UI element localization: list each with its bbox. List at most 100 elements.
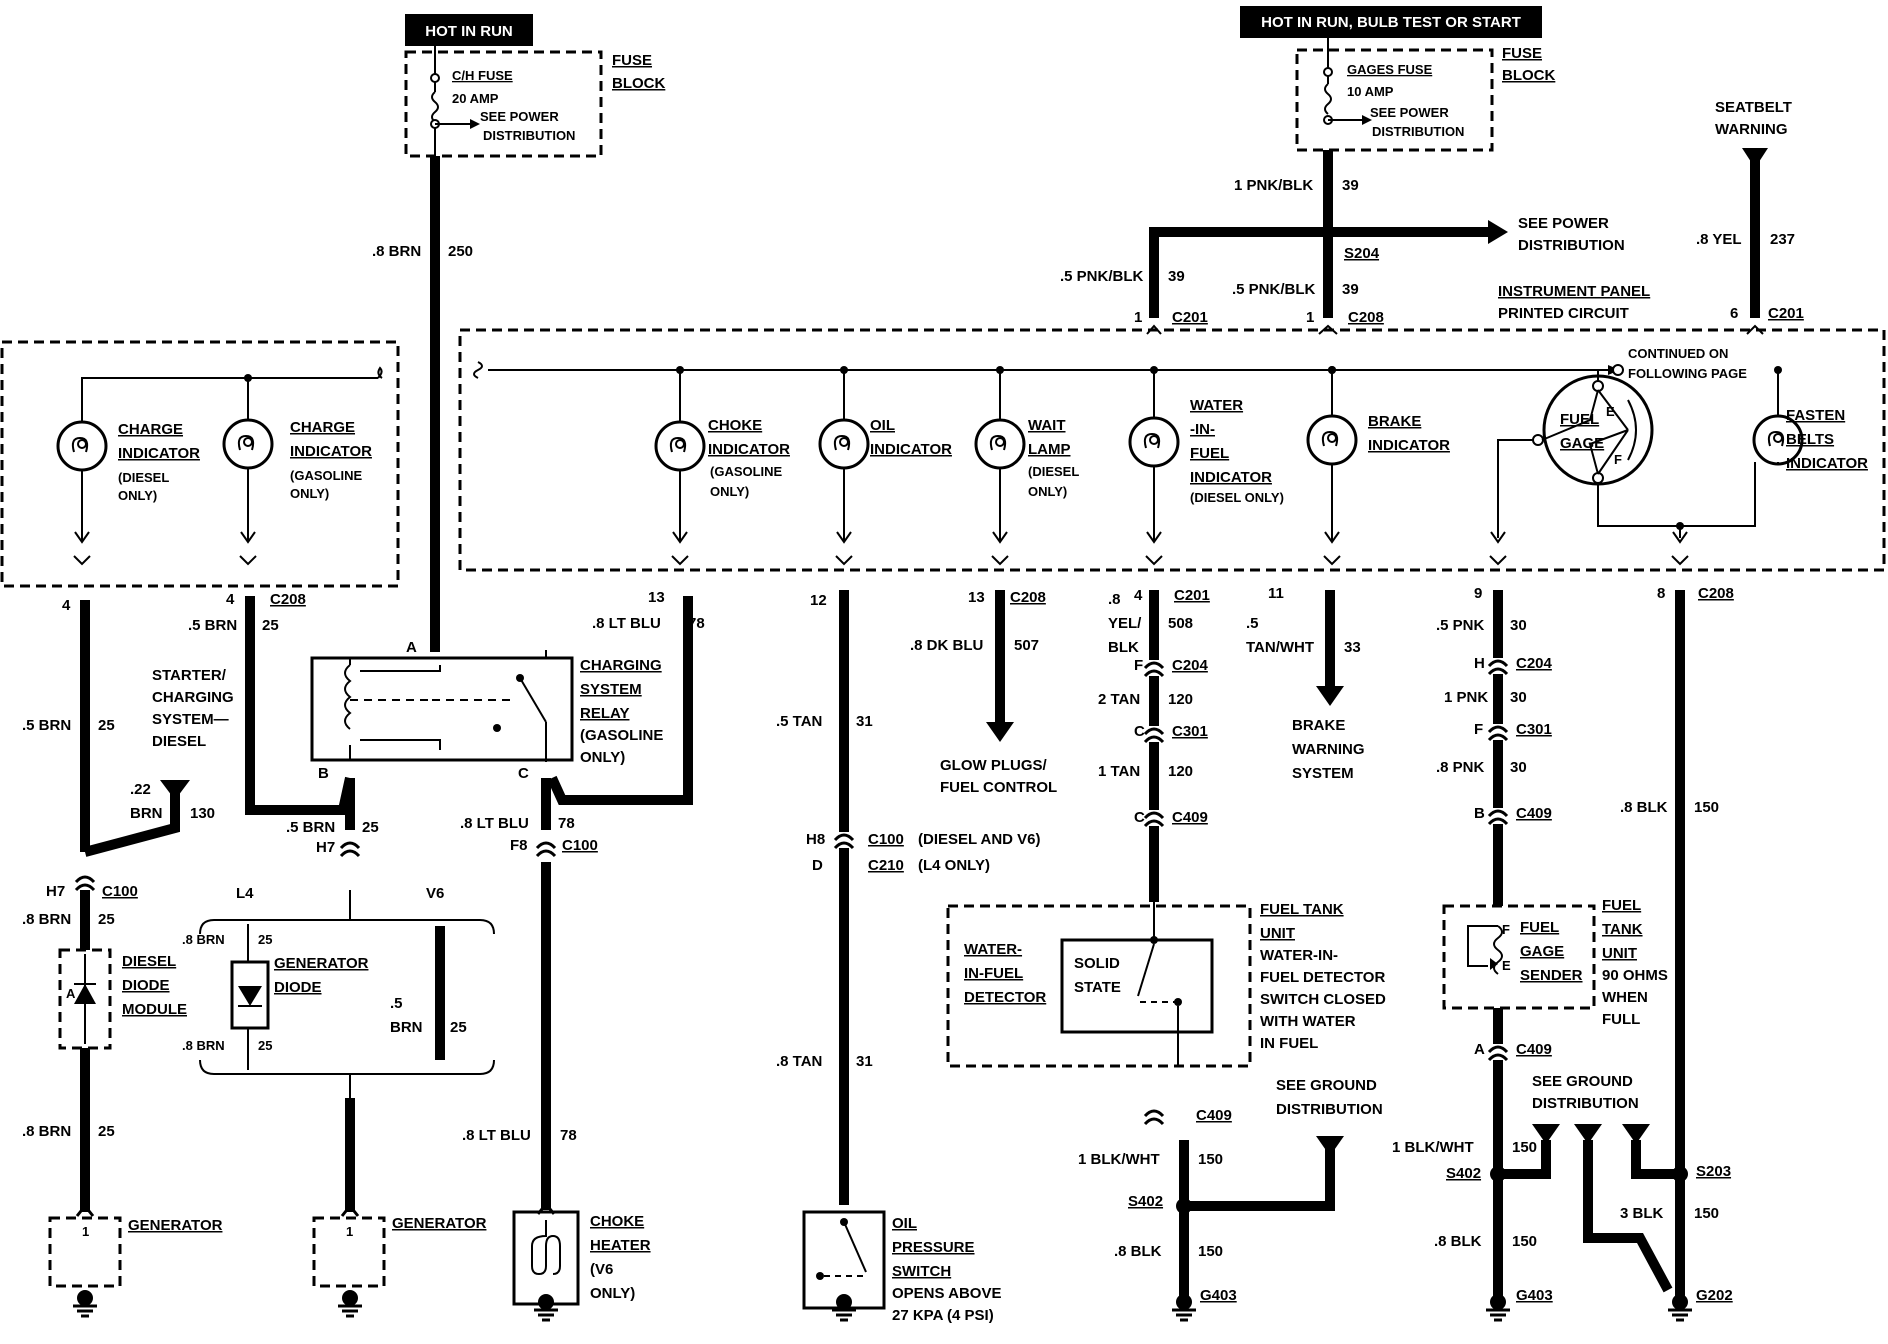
svg-text:C100: C100 (868, 831, 904, 848)
junction-dot (1150, 366, 1158, 374)
svg-text:120: 120 (1168, 763, 1193, 780)
svg-text:WITH WATER: WITH WATER (1260, 1013, 1356, 1030)
svg-text:6: 6 (1730, 305, 1738, 322)
svg-text:WARNING: WARNING (1292, 741, 1365, 758)
svg-text:UNIT: UNIT (1260, 925, 1295, 942)
lower-left-labels: .5 BRN 25 .5 BRN 25 STARTER/ CHARGING SY… (22, 615, 705, 1302)
svg-text:E: E (1606, 404, 1615, 419)
generator-boxes (48, 1210, 580, 1306)
svg-text:WHEN: WHEN (1602, 989, 1648, 1006)
fuse-block-cn: C/H FUSE 20 AMP SEE POWER DISTRIBUTION F… (404, 46, 665, 158)
svg-text:31: 31 (856, 1053, 873, 1070)
svg-text:HOT IN RUN, BULB TEST OR START: HOT IN RUN, BULB TEST OR START (1261, 14, 1521, 31)
svg-text:PRINTED CIRCUIT: PRINTED CIRCUIT (1498, 305, 1629, 322)
svg-text:150: 150 (1198, 1243, 1223, 1260)
svg-text:SENDER: SENDER (1520, 967, 1583, 984)
svg-text:B: B (318, 765, 329, 782)
svg-text:C409: C409 (1172, 809, 1208, 826)
svg-text:DISTRIBUTION: DISTRIBUTION (483, 128, 575, 143)
svg-text:YEL/: YEL/ (1108, 615, 1142, 632)
svg-text:H8: H8 (806, 831, 825, 848)
svg-text:FUEL: FUEL (1602, 897, 1641, 914)
inline-connector (1487, 658, 1509, 676)
svg-text:33: 33 (1344, 639, 1361, 656)
bulbs (56, 366, 1804, 540)
svg-text:DIESEL: DIESEL (152, 733, 206, 750)
svg-text:1 TAN: 1 TAN (1098, 763, 1140, 780)
svg-text:11: 11 (1268, 585, 1284, 602)
svg-text:30: 30 (1510, 759, 1527, 776)
svg-text:C201: C201 (1172, 309, 1208, 326)
svg-text:C100: C100 (562, 837, 598, 854)
svg-text:C/H FUSE: C/H FUSE (452, 68, 513, 83)
fuel-gage: E F (1497, 370, 1756, 538)
ip-bus-right: CONTINUED ON FOLLOWING PAGE (473, 346, 1747, 381)
svg-text:(GASOLINE: (GASOLINE (290, 468, 363, 483)
indicator-bulb (654, 370, 706, 540)
svg-text:13: 13 (968, 589, 985, 606)
svg-text:BLOCK: BLOCK (612, 75, 665, 92)
svg-text:S402: S402 (1128, 1193, 1163, 1210)
svg-text:PRESSURE: PRESSURE (892, 1239, 975, 1256)
svg-text:.5: .5 (1246, 615, 1259, 632)
arrow-mark (835, 531, 853, 566)
heavy-wires (430, 148, 1768, 652)
svg-text:ONLY): ONLY) (590, 1285, 635, 1302)
svg-text:INDICATOR: INDICATOR (1786, 455, 1868, 472)
indicator-bulb (1128, 370, 1180, 540)
arrow-mark (991, 531, 1009, 566)
svg-text:78: 78 (558, 815, 575, 832)
svg-text:.8 PNK: .8 PNK (1436, 759, 1485, 776)
svg-text:25: 25 (98, 1123, 115, 1140)
right-b-wires (1316, 590, 1685, 1296)
junction-dot (676, 366, 684, 374)
ground-symbol (832, 1294, 856, 1322)
svg-text:STARTER/: STARTER/ (152, 667, 227, 684)
svg-text:FUSE: FUSE (612, 52, 652, 69)
svg-text:25: 25 (450, 1019, 467, 1036)
svg-text:25: 25 (362, 819, 379, 836)
svg-text:.5 PNK/BLK: .5 PNK/BLK (1060, 268, 1144, 285)
svg-text:C301: C301 (1516, 721, 1552, 738)
svg-text:FASTEN: FASTEN (1786, 407, 1845, 424)
svg-text:150: 150 (1512, 1233, 1537, 1250)
svg-text:SEE POWER: SEE POWER (1518, 215, 1609, 232)
svg-text:C210: C210 (868, 857, 904, 874)
svg-text:IN FUEL: IN FUEL (1260, 1035, 1318, 1052)
connector-marks (74, 658, 1688, 1217)
svg-text:.8 BRN: .8 BRN (22, 1123, 71, 1140)
svg-text:150: 150 (1694, 799, 1719, 816)
svg-text:C409: C409 (1516, 1041, 1552, 1058)
svg-text:BRAKE: BRAKE (1368, 413, 1421, 430)
svg-text:78: 78 (688, 615, 705, 632)
svg-text:DISTRIBUTION: DISTRIBUTION (1276, 1101, 1383, 1118)
svg-text:IN-FUEL: IN-FUEL (964, 965, 1023, 982)
svg-text:OIL: OIL (870, 417, 895, 434)
indicator-labels: CHARGE INDICATOR (DIESEL ONLY) CHARGE IN… (118, 397, 1868, 505)
svg-text:BLOCK: BLOCK (1502, 67, 1555, 84)
svg-text:G403: G403 (1200, 1287, 1237, 1304)
svg-text:150: 150 (1512, 1139, 1537, 1156)
svg-text:507: 507 (1014, 637, 1039, 654)
svg-text:A: A (1474, 1041, 1485, 1058)
svg-text:SEE GROUND: SEE GROUND (1276, 1077, 1377, 1094)
arrow-mark (671, 531, 689, 566)
indicator-bulb (1752, 370, 1804, 466)
svg-text:GLOW PLUGS/: GLOW PLUGS/ (940, 757, 1047, 774)
svg-text:120: 120 (1168, 691, 1193, 708)
water-in-fuel-detector (946, 904, 1252, 1068)
svg-text:BRN: BRN (130, 805, 163, 822)
svg-text:.8: .8 (1108, 591, 1121, 608)
svg-text:.8 BRN: .8 BRN (182, 1038, 225, 1053)
svg-text:L4: L4 (236, 885, 254, 902)
svg-text:C208: C208 (1698, 585, 1734, 602)
inline-connector (74, 874, 96, 892)
svg-text:DIESEL: DIESEL (122, 953, 176, 970)
svg-text:150: 150 (1694, 1205, 1719, 1222)
svg-text:C204: C204 (1516, 655, 1553, 672)
svg-text:C208: C208 (1010, 589, 1046, 606)
inline-connector (833, 832, 855, 850)
svg-text:OIL: OIL (892, 1215, 917, 1232)
indicator-bulb (974, 370, 1026, 540)
svg-text:DIODE: DIODE (274, 979, 322, 996)
